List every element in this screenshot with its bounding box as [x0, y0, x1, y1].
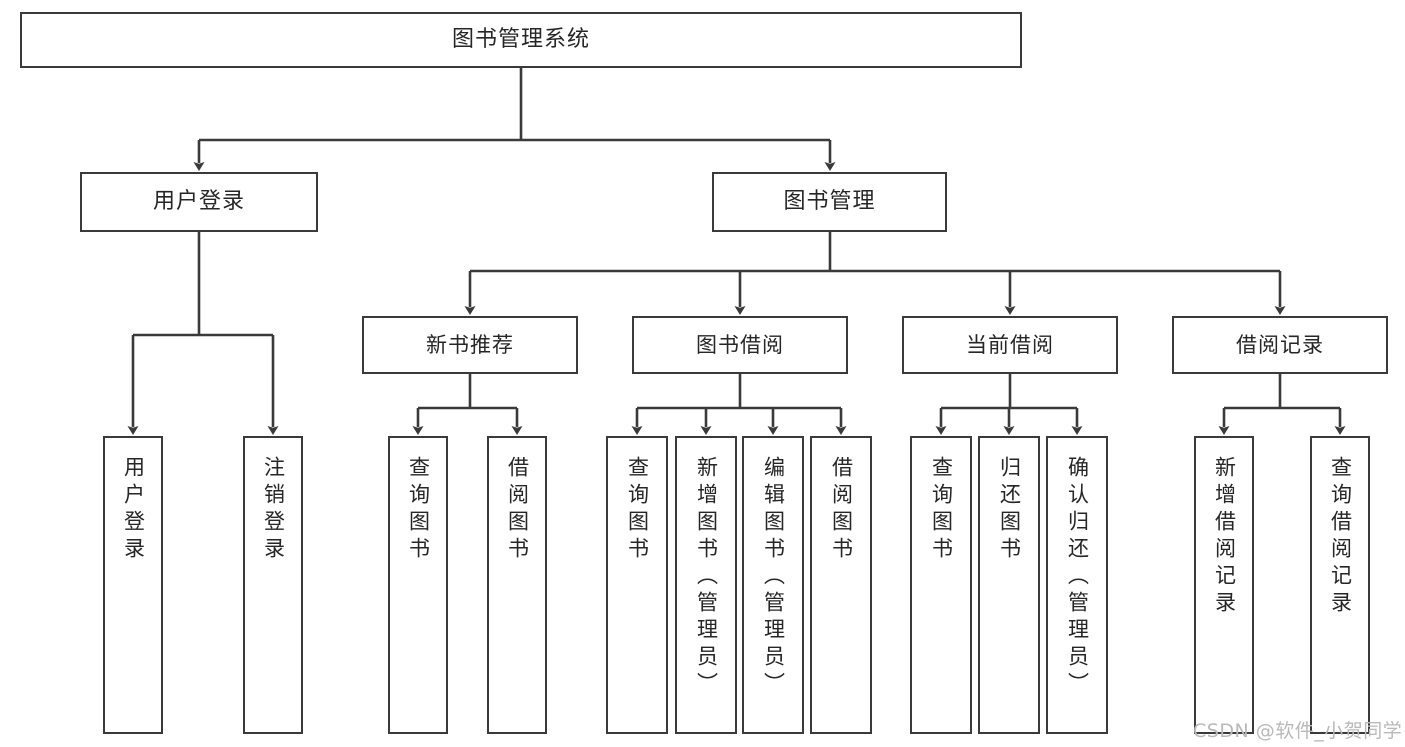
leaf-query-borrow-record[interactable]: 查询借阅记录: [1310, 436, 1370, 734]
leaf-borrow-book-label: 借阅图书: [829, 456, 854, 564]
leaf-user-login-label: 用户登录: [121, 456, 146, 564]
leaf-query-book-borrow-label: 查询图书: [625, 456, 650, 564]
leaf-query-book-recommend[interactable]: 查询图书: [388, 436, 448, 734]
node-book-borrow[interactable]: 图书借阅: [632, 316, 848, 374]
node-user-login-label: 用户登录: [152, 189, 245, 215]
node-borrow-record[interactable]: 借阅记录: [1172, 316, 1388, 374]
leaf-logout-label: 注销登录: [261, 456, 286, 564]
leaf-return-book-label: 归还图书: [997, 456, 1022, 564]
leaf-user-login[interactable]: 用户登录: [103, 436, 163, 734]
leaf-return-book[interactable]: 归还图书: [978, 436, 1040, 734]
node-current-borrow-label: 当前借阅: [966, 332, 1054, 357]
leaf-add-borrow-record[interactable]: 新增借阅记录: [1194, 436, 1254, 734]
node-borrow-record-label: 借阅记录: [1236, 332, 1324, 357]
leaf-edit-book-admin[interactable]: 编辑图书（管理员）: [742, 436, 804, 734]
node-root-label: 图书管理系统: [451, 27, 590, 53]
node-new-book-recommend[interactable]: 新书推荐: [362, 316, 578, 374]
leaf-borrow-book-recommend[interactable]: 借阅图书: [487, 436, 547, 734]
watermark: CSDN @软件_小贺同学: [1193, 720, 1403, 742]
node-user-login[interactable]: 用户登录: [80, 172, 318, 232]
leaf-logout[interactable]: 注销登录: [243, 436, 303, 734]
leaf-add-book-admin-label: 新增图书（管理员）: [694, 456, 719, 699]
node-book-management[interactable]: 图书管理: [712, 172, 947, 232]
leaf-query-book-current[interactable]: 查询图书: [910, 436, 972, 734]
leaf-confirm-return-admin[interactable]: 确认归还（管理员）: [1046, 436, 1108, 734]
leaf-query-book-borrow[interactable]: 查询图书: [606, 436, 668, 734]
leaf-query-borrow-record-label: 查询借阅记录: [1328, 456, 1353, 618]
node-new-book-recommend-label: 新书推荐: [426, 332, 514, 357]
leaf-add-book-admin[interactable]: 新增图书（管理员）: [675, 436, 737, 734]
node-book-management-label: 图书管理: [783, 189, 876, 215]
node-book-borrow-label: 图书借阅: [696, 332, 784, 357]
node-current-borrow[interactable]: 当前借阅: [902, 316, 1118, 374]
leaf-borrow-book-recommend-label: 借阅图书: [505, 456, 530, 564]
node-root[interactable]: 图书管理系统: [20, 12, 1022, 68]
leaf-query-book-current-label: 查询图书: [929, 456, 954, 564]
leaf-add-borrow-record-label: 新增借阅记录: [1212, 456, 1237, 618]
leaf-query-book-recommend-label: 查询图书: [406, 456, 431, 564]
leaf-confirm-return-admin-label: 确认归还（管理员）: [1065, 456, 1090, 699]
leaf-edit-book-admin-label: 编辑图书（管理员）: [761, 456, 786, 699]
leaf-borrow-book[interactable]: 借阅图书: [810, 436, 872, 734]
